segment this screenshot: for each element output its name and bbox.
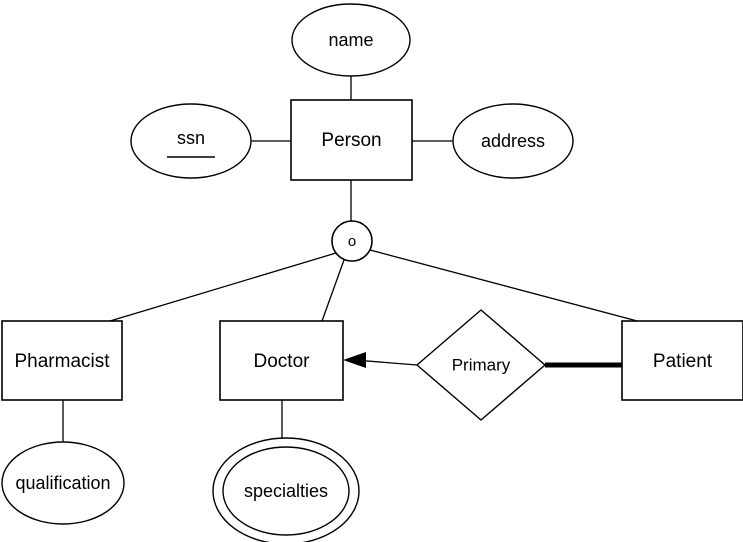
attribute-ssn-ellipse[interactable] [130,103,252,179]
entity-doctor[interactable]: Doctor [219,320,344,401]
attribute-address-label: address [481,131,545,151]
attribute-specialties-label: specialties [244,481,328,501]
entity-pharmacist-label: Pharmacist [14,351,110,372]
arrowhead-icon [343,352,366,368]
entity-person-label: Person [321,130,381,151]
attribute-address-ellipse[interactable] [452,103,574,179]
entity-person-box[interactable] [290,99,413,181]
isa-circle-shape[interactable] [331,220,373,262]
attribute-name[interactable]: name [291,3,411,77]
connector-layer [62,76,638,442]
attribute-qualification-label: qualification [15,473,110,493]
relationship-primary-diamond[interactable] [415,309,547,421]
attribute-qualification-ellipse[interactable] [1,441,125,525]
attribute-specialties[interactable]: specialties [212,437,360,542]
entity-patient[interactable]: Patient [621,320,743,401]
entity-doctor-box[interactable] [219,320,344,401]
entity-patient-box[interactable] [621,320,743,401]
entity-doctor-label: Doctor [254,351,311,372]
attribute-name-label: name [328,30,373,50]
connector-isa-patient [369,249,638,322]
relationship-primary[interactable]: Primary [415,309,547,421]
isa-specialization-circle[interactable]: o [331,220,373,262]
attribute-layer: name ssn address qualification specialti… [1,3,574,542]
attribute-ssn[interactable]: ssn [130,103,252,179]
entity-pharmacist[interactable]: Pharmacist [1,320,123,401]
attribute-specialties-inner-ellipse [222,446,350,536]
attribute-address[interactable]: address [452,103,574,179]
connector-isa-doctor [321,259,345,322]
relationship-primary-label: Primary [452,355,511,374]
entity-pharmacist-box[interactable] [1,320,123,401]
entity-patient-label: Patient [653,351,713,372]
attribute-name-ellipse[interactable] [291,3,411,77]
relationship-layer: Primary [415,309,547,421]
entity-person[interactable]: Person [290,99,413,181]
attribute-ssn-label: ssn [177,128,205,148]
attribute-qualification[interactable]: qualification [1,441,125,525]
entity-layer: Person Pharmacist Doctor Patient [1,99,743,401]
connector-isa-pharmacist [109,252,337,322]
isa-overlap-constraint-label: o [348,233,356,250]
